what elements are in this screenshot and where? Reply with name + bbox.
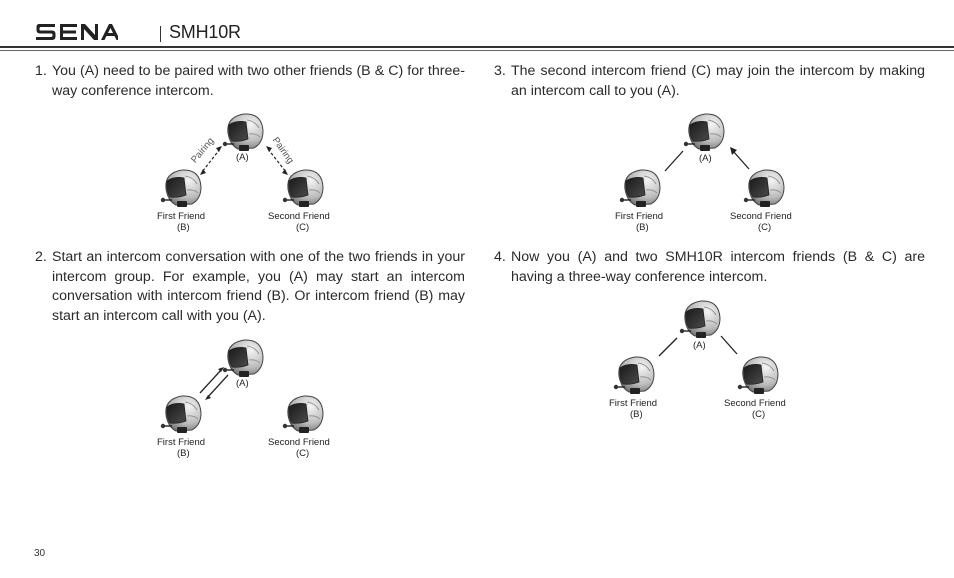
label-a: (A) <box>236 152 249 163</box>
label-second-friend: Second Friend <box>730 211 792 222</box>
label-first-friend: First Friend <box>615 211 664 222</box>
label-second-friend: Second Friend <box>724 398 786 409</box>
label-b: (B) <box>177 222 190 233</box>
label-first-friend: First Friend <box>609 398 658 409</box>
figure-3-second-friend-joins: (A) First Friend (B) Second Friend (C) <box>609 105 809 241</box>
label-b: (B) <box>630 409 643 420</box>
step-text: Now you (A) and two SMH10R intercom frie… <box>511 249 925 285</box>
step-1: 1. You (A) need to be paired with two ot… <box>35 62 465 101</box>
step-number: 3. <box>494 63 506 79</box>
figure-2-start-intercom: (A) First Friend (B) Second Friend (C) <box>150 331 350 467</box>
page-number: 30 <box>34 548 46 559</box>
label-second-friend: Second Friend <box>268 437 330 448</box>
step-number: 1. <box>35 63 47 79</box>
header-rule-thin <box>0 50 954 51</box>
label-c: (C) <box>752 409 766 420</box>
label-first-friend: First Friend <box>157 211 206 222</box>
helmet-b-icon <box>160 395 202 434</box>
label-second-friend: Second Friend <box>268 211 330 222</box>
label-a: (A) <box>699 153 712 164</box>
label-b: (B) <box>177 448 190 459</box>
figure-2-drawing <box>160 339 324 434</box>
call-arrows-icon <box>199 368 229 399</box>
step-text: You (A) need to be paired with two other… <box>52 63 465 99</box>
helmet-b-icon <box>613 356 655 395</box>
label-c: (C) <box>296 448 310 459</box>
helmet-c-icon <box>743 169 785 208</box>
page-header: SMH10R <box>36 20 954 46</box>
label-first-friend: First Friend <box>157 437 206 448</box>
connection-line-icon <box>664 150 684 172</box>
step-3: 3. The second intercom friend (C) may jo… <box>494 62 925 101</box>
helmet-a-icon <box>222 339 264 378</box>
helmet-c-icon <box>282 169 324 208</box>
label-c: (C) <box>296 222 310 233</box>
helmet-b-icon <box>160 169 202 208</box>
label-b: (B) <box>636 222 649 233</box>
step-text: Start an intercom conversation with one … <box>52 249 465 324</box>
helmet-b-icon <box>619 169 661 208</box>
step-number: 4. <box>494 249 506 265</box>
sena-logo <box>36 24 118 40</box>
figure-4-drawing <box>613 300 779 395</box>
helmet-a-icon <box>222 113 264 152</box>
header-rule <box>0 46 954 48</box>
join-arrow-icon <box>732 150 750 170</box>
step-2: 2. Start an intercom conversation with o… <box>35 248 465 326</box>
figure-1-pairing: Pairing Pairing (A) First Friend (B) Sec… <box>150 105 350 241</box>
connection-line-left-icon <box>658 337 678 357</box>
helmet-c-icon <box>282 395 324 434</box>
helmet-a-icon <box>679 300 721 339</box>
step-number: 2. <box>35 249 47 265</box>
label-c: (C) <box>758 222 772 233</box>
step-4: 4. Now you (A) and two SMH10R intercom f… <box>494 248 925 287</box>
model-name: SMH10R <box>169 22 241 42</box>
label-a: (A) <box>236 378 249 389</box>
helmet-c-icon <box>737 356 779 395</box>
figure-3-drawing <box>619 113 785 208</box>
figure-4-conference: (A) First Friend (B) Second Friend (C) <box>603 292 803 428</box>
connection-line-right-icon <box>720 335 738 355</box>
step-text: The second intercom friend (C) may join … <box>511 63 925 99</box>
figure-1-drawing <box>160 113 324 208</box>
header-separator <box>160 26 161 42</box>
label-a: (A) <box>693 340 706 351</box>
helmet-a-icon <box>683 113 725 152</box>
